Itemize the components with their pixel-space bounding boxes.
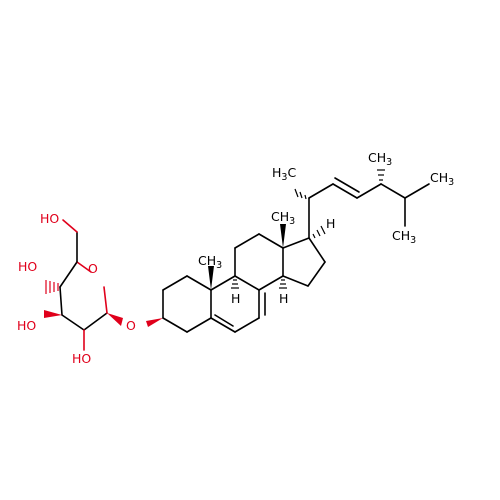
hash-c14-h xyxy=(279,279,287,289)
bond-c24-c25 xyxy=(380,183,406,199)
ring-c xyxy=(234,233,284,291)
bond-c16-c15 xyxy=(307,261,326,287)
steroid-stereo-bonds xyxy=(208,169,385,290)
bond-c17-c16 xyxy=(308,237,326,263)
label-ch3-c24: CH3 xyxy=(368,150,392,168)
label-ch3-c10: CH3 xyxy=(198,253,222,271)
wedge-c10-ch3 xyxy=(208,266,214,290)
bond-c22-c23 xyxy=(332,183,358,199)
label-ho-c3: HO xyxy=(17,318,36,333)
hash-c17-h xyxy=(312,225,326,239)
bond-c2s-c1s xyxy=(162,275,188,291)
ring-a xyxy=(162,275,212,333)
wedge-c3-oh xyxy=(44,310,62,318)
bond-c1-oring xyxy=(103,286,108,314)
bond-c11-c12 xyxy=(234,233,260,249)
wedge-c1-o xyxy=(107,313,123,326)
bond-oring-c5 xyxy=(76,261,92,273)
glucose-ring xyxy=(59,219,108,351)
bond-c10-c9 xyxy=(210,275,236,291)
bond-c6-c5-double xyxy=(214,314,234,327)
hash-c24-ch3 xyxy=(377,169,385,181)
hash-c4-oh xyxy=(45,280,59,294)
label-h-c17: H xyxy=(326,216,335,231)
hash-c9-h xyxy=(231,279,239,289)
label-ho-ch2: HO xyxy=(40,211,59,226)
bond-c2-c1 xyxy=(83,312,108,331)
bond-c23-c24 xyxy=(356,183,382,199)
side-chain xyxy=(308,177,430,239)
bond-c20-c22 xyxy=(308,183,334,199)
label-ch3-c27: CH3 xyxy=(392,228,416,246)
label-ho-c4: HO xyxy=(18,259,37,274)
wedge-c3-glycosidic-o xyxy=(146,318,163,327)
label-h-c9: H xyxy=(231,291,240,306)
bond-c3-c2 xyxy=(61,314,85,331)
ring-b xyxy=(210,275,266,333)
bond-c9-c8 xyxy=(234,275,260,291)
wedge-c13-ch3 xyxy=(280,224,286,248)
bond-c4-c3 xyxy=(59,286,63,316)
bond-c4s-c3 xyxy=(162,317,188,333)
label-ch3-c13: CH3 xyxy=(271,209,295,227)
bond-c1s-c10 xyxy=(186,275,212,291)
glucose-stereo-bonds xyxy=(44,280,123,326)
bond-c6-oh xyxy=(62,219,78,233)
label-ho-c2: HO xyxy=(72,351,91,366)
atom-labels: HO HO HO HO O O CH3 CH3 H H H H3C CH3 CH… xyxy=(17,150,454,366)
bond-c5-c4 xyxy=(59,261,78,288)
bond-c6-c5 xyxy=(210,317,236,333)
label-o-ring: O xyxy=(88,261,98,276)
bond-c15-c14 xyxy=(282,275,309,287)
label-ch3-c26: CH3 xyxy=(430,170,454,188)
label-o-glycosidic: O xyxy=(126,318,136,333)
hash-c20-ch3 xyxy=(294,188,307,200)
label-ch3-c21: H3C xyxy=(272,165,296,183)
bond-c25-c26 xyxy=(404,183,430,199)
ring-d xyxy=(282,237,326,287)
bond-c13-c17 xyxy=(282,237,310,249)
bond-c22-c23-double xyxy=(334,177,360,193)
bond-c14-c8 xyxy=(258,275,284,291)
label-h-c14: H xyxy=(279,291,288,306)
bond-c7-c6 xyxy=(234,317,260,333)
bond-c5-c4s xyxy=(186,317,212,333)
bond-c12-c13 xyxy=(258,233,284,249)
